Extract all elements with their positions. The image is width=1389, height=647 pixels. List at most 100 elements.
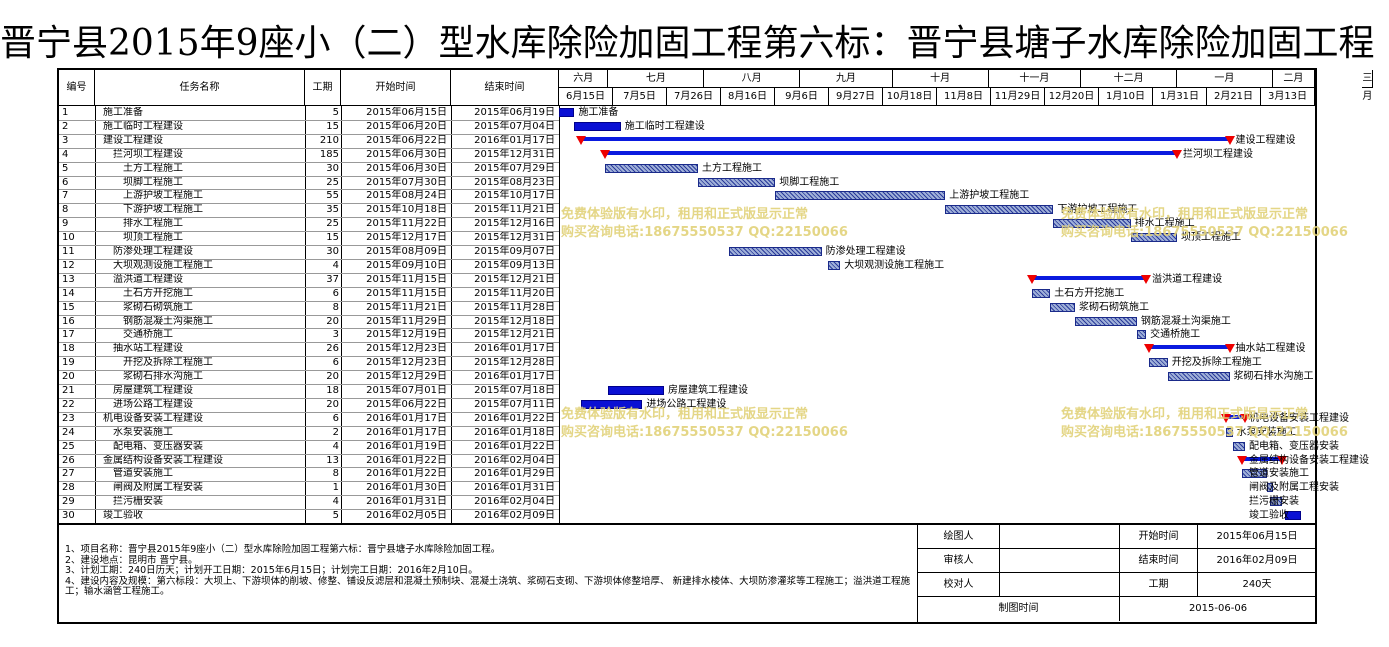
summary-marker (600, 149, 611, 159)
gantt-bar-label: 下游护坡工程施工 (1057, 204, 1138, 216)
task-duration: 25 (326, 176, 339, 188)
draw-time-value: 2015-06-06 (1188, 603, 1248, 614)
task-id: 3 (62, 134, 69, 146)
header-duration: 工期 (305, 70, 341, 106)
month-5: 十一月 (988, 70, 1082, 88)
gantt-bar (827, 260, 841, 270)
task-name: 排水工程施工 (123, 218, 183, 230)
row-line (59, 509, 559, 511)
page-title: 晋宁县2015年9座小（二）型水库除险加固工程第六标：晋宁县塘子水库除险加固工程 (0, 23, 1375, 64)
task-end: 2015年12月31日 (474, 148, 555, 160)
task-duration: 210 (319, 134, 339, 146)
task-end: 2016年01月29日 (474, 468, 555, 480)
gantt-bar (698, 177, 776, 187)
task-id: 13 (62, 273, 75, 285)
task-name: 浆砌石砌筑施工 (123, 301, 193, 313)
task-start: 2015年10月18日 (366, 204, 447, 216)
task-duration: 20 (326, 398, 339, 410)
task-name: 进场公路工程建设 (113, 398, 193, 410)
task-name: 房屋建筑工程建设 (113, 385, 193, 396)
task-end: 2015年11月21日 (474, 204, 555, 216)
task-name: 施工准备 (103, 107, 143, 118)
task-end: 2015年08月23日 (474, 176, 555, 188)
month-8: 二月 (1272, 70, 1315, 88)
task-end: 2015年12月16日 (474, 218, 555, 230)
task-duration: 4 (332, 440, 339, 452)
gantt-bar-label: 管道安装施工 (1249, 468, 1309, 480)
row-line (59, 314, 559, 316)
row-line (59, 119, 559, 121)
task-end: 2015年12月21日 (474, 329, 555, 341)
task-start: 2015年07月01日 (366, 385, 447, 396)
task-id: 25 (62, 440, 75, 452)
task-id: 23 (62, 412, 75, 424)
row-line (59, 272, 559, 274)
month-3: 九月 (800, 70, 893, 88)
row-line (59, 203, 559, 205)
task-duration: 15 (326, 232, 339, 244)
gantt-bar-label: 施工临时工程建设 (624, 120, 705, 132)
row-line (59, 356, 559, 358)
week-1: 7月5日 (613, 88, 667, 106)
gantt-bar-label: 施工准备 (578, 107, 619, 118)
gantt-bar (580, 136, 1230, 141)
gantt-bar-label: 闸阀及附属工程安装 (1249, 482, 1339, 494)
task-start: 2015年11月22日 (366, 218, 447, 230)
gantt-bar (1031, 275, 1147, 280)
task-end: 2015年09月07日 (474, 246, 555, 257)
draw-time-label: 制图时间 (918, 597, 1120, 621)
gantt-bar-label: 防渗处理工程建设 (825, 246, 906, 257)
task-duration: 30 (326, 246, 339, 257)
task-name: 溢洪道工程建设 (113, 273, 183, 285)
task-end: 2016年02月04日 (474, 454, 555, 466)
checker-label: 校对人 (918, 573, 1000, 597)
task-name: 浆砌石排水沟施工 (123, 371, 203, 383)
task-id: 27 (62, 468, 75, 480)
gantt-bar (1053, 219, 1131, 229)
gantt-bar-label: 土方工程施工 (702, 162, 763, 174)
task-duration: 6 (332, 412, 339, 424)
week-4: 9月6日 (775, 88, 829, 106)
header-end: 结束时间 (451, 70, 559, 106)
task-duration: 1 (332, 482, 339, 494)
task-end: 2015年09月13日 (474, 259, 555, 271)
task-duration: 4 (332, 496, 339, 508)
task-id: 20 (62, 371, 75, 383)
task-duration: 55 (326, 190, 339, 202)
gantt-bar-label: 水泵安装施工 (1236, 426, 1297, 438)
gantt-bar-label: 大坝观测设施工程施工 (844, 259, 945, 271)
gantt-bar (605, 150, 1177, 155)
task-start: 2015年12月17日 (366, 232, 447, 244)
watermark-5: 免费体验版有水印，租用和正式版显示正常 (561, 407, 809, 422)
note-2: 2、建设地点：昆明市 晋宁县。 (65, 554, 198, 566)
task-start: 2015年09月10日 (366, 259, 447, 271)
row-line (59, 189, 559, 191)
task-id: 14 (62, 287, 75, 299)
task-duration: 20 (326, 371, 339, 383)
gantt-bar (1031, 288, 1051, 298)
task-name: 机电设备安装工程建设 (103, 412, 203, 424)
task-id: 11 (62, 246, 75, 257)
row-line (59, 342, 559, 344)
row-line (59, 328, 559, 330)
month-6: 十二月 (1081, 70, 1177, 88)
footer: 1、项目名称：晋宁县2015年9座小（二）型水库除险加固工程第六标：晋宁县塘子水… (59, 524, 1316, 623)
gantt-bar (1269, 497, 1283, 507)
task-duration: 4 (332, 259, 339, 271)
task-end: 2015年11月20日 (474, 287, 555, 299)
gantt-bar-label: 排水工程施工 (1134, 218, 1195, 230)
task-name: 拦污栅安装 (113, 496, 163, 508)
week-11: 1月31日 (1153, 88, 1207, 106)
task-end: 2016年01月17日 (474, 134, 555, 146)
task-name: 钢筋混凝土沟渠施工 (123, 315, 213, 327)
task-duration: 35 (326, 204, 339, 216)
task-id: 17 (62, 329, 75, 341)
header-id: 编号 (59, 70, 95, 106)
gantt-bar (1226, 414, 1245, 419)
task-duration: 30 (326, 162, 339, 174)
gantt-chart: 施工准备施工临时工程建设建设工程建设拦河坝工程建设土方工程施工坝脚工程施工上游护… (559, 106, 1369, 524)
row-line (59, 258, 559, 260)
gantt-bar (605, 163, 699, 173)
task-name: 防渗处理工程建设 (113, 246, 193, 257)
task-id: 28 (62, 482, 75, 494)
